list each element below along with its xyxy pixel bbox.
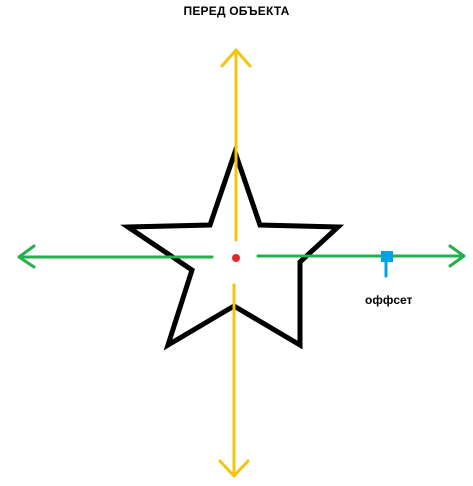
side-axis-arrowhead-left [17,244,36,269]
front-axis-arrow [218,48,252,478]
front-axis-arrowhead-bottom [218,459,250,478]
offset-label: оффсет [365,293,413,307]
front-axis-arrowhead-top [220,48,252,68]
offset-marker [381,251,393,278]
side-axis-arrow [17,244,466,269]
side-axis-arrowhead-right [448,244,466,268]
offset-marker-square [381,251,393,262]
center-point [232,254,240,262]
diagram-title: ПЕРЕД ОБЪЕКТА [183,4,290,18]
